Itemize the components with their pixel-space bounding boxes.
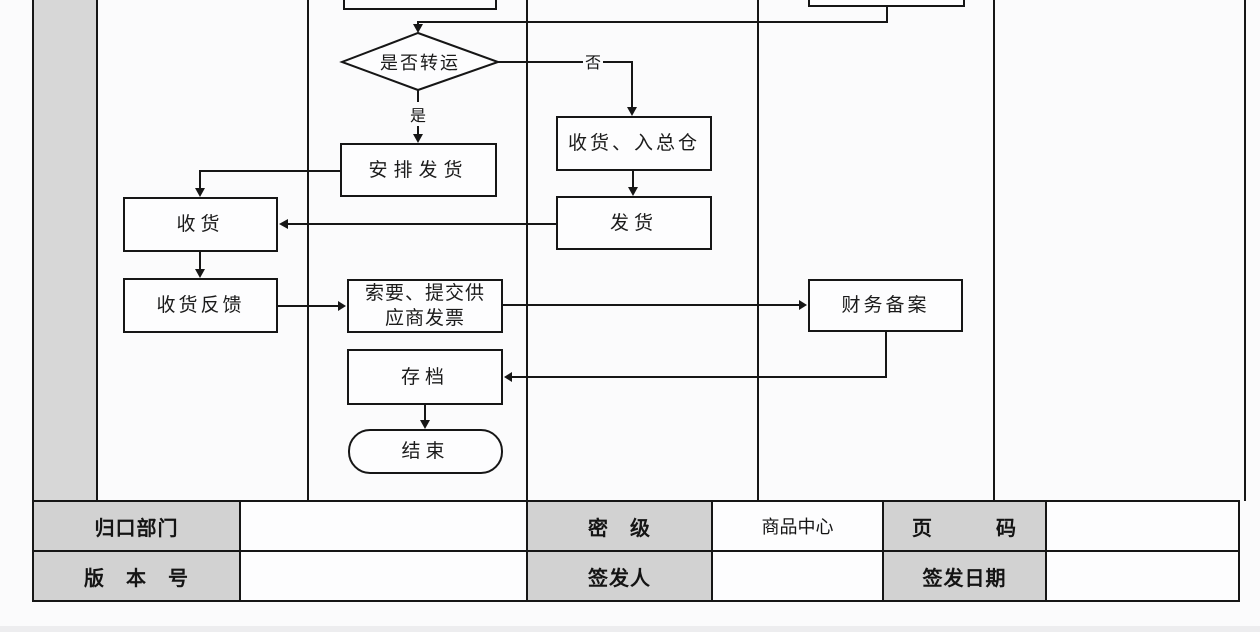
arrowhead-into-decision [413, 24, 423, 33]
info-table-page-value [1047, 502, 1238, 550]
info-table-dept-value [241, 502, 526, 550]
node-finance-filing-label: 财务备案 [841, 295, 930, 316]
node-arrange-shipment-label: 安排发货 [368, 159, 469, 181]
arrowhead-into-end [420, 420, 430, 429]
arrowhead-into-arrange-shipment [413, 134, 423, 143]
node-receive-goods: 收货 [123, 197, 278, 252]
node-archive-label: 存档 [400, 366, 449, 388]
lane-border-outer-left [32, 0, 34, 501]
arrowhead-into-ship-goods [628, 187, 638, 196]
lane-divider-3 [526, 0, 528, 501]
info-table-dept-label: 归口部门 [34, 502, 239, 550]
info-table-page-label: 页 码 [884, 502, 1045, 550]
node-receive-into-warehouse: 收货、入总仓 [556, 116, 712, 171]
info-table: 归口部门 密 级 商品中心 页 码 版 本 号 签发人 签发日期 [32, 500, 1240, 602]
info-table-secrecy-label: 密 级 [528, 502, 711, 550]
node-decision-label: 是否转运 [380, 52, 460, 73]
node-end: 结束 [348, 429, 503, 474]
lane-divider-1 [96, 0, 98, 501]
node-finance-filing: 财务备案 [808, 279, 963, 332]
node-end-label: 结束 [401, 441, 450, 462]
node-arrange-shipment: 安排发货 [340, 143, 497, 197]
arrowhead-into-receive-feedback [195, 269, 205, 278]
info-table-version-label: 版 本 号 [34, 552, 239, 600]
lane-border-outer-right [1244, 0, 1246, 501]
info-table-secrecy-value: 商品中心 [713, 502, 882, 550]
node-receive-feedback: 收货反馈 [123, 278, 278, 333]
node-receive-feedback-label: 收货反馈 [156, 295, 245, 316]
info-table-issuer-value [713, 552, 882, 600]
edge-finance-to-archive [512, 332, 887, 378]
bottom-strip [0, 626, 1260, 632]
arrowhead-into-finance-filing [799, 300, 807, 310]
edge-arrange-to-receive [199, 170, 341, 188]
info-table-version-value [241, 552, 526, 600]
node-receive-goods-label: 收货 [176, 214, 225, 235]
node-archive: 存档 [347, 349, 503, 405]
lane-divider-2 [307, 0, 309, 501]
connector-layer [195, 7, 888, 429]
node-invoice-request-line1: 索要、提交供 [364, 283, 485, 304]
edge-no-branch [498, 61, 633, 107]
node-top-cutoff-right [808, 0, 965, 7]
edge-label-no: 否 [582, 49, 604, 73]
stage-column-bar [34, 0, 96, 501]
arrowhead-into-archive [504, 372, 512, 382]
edge-label-yes: 是 [407, 102, 429, 126]
info-table-issue-date-label: 签发日期 [884, 552, 1045, 600]
node-receive-into-warehouse-label: 收货、入总仓 [567, 133, 700, 154]
node-top-cutoff-left [343, 0, 497, 10]
arrowhead-into-invoice-request [338, 301, 346, 311]
lane-divider-4 [757, 0, 759, 501]
arrowhead-into-receive-goods-top [195, 188, 205, 197]
info-table-issuer-label: 签发人 [528, 552, 711, 600]
arrowhead-into-receive-warehouse [627, 107, 637, 116]
lane-divider-5 [993, 0, 995, 501]
node-invoice-request: 索要、提交供 应商发票 [347, 279, 503, 333]
info-table-issue-date-value [1047, 552, 1238, 600]
node-ship-goods: 发货 [556, 196, 712, 250]
arrowhead-into-receive-goods-right [279, 219, 288, 229]
node-ship-goods-label: 发货 [609, 212, 658, 234]
node-invoice-request-line2: 应商发票 [384, 308, 465, 329]
